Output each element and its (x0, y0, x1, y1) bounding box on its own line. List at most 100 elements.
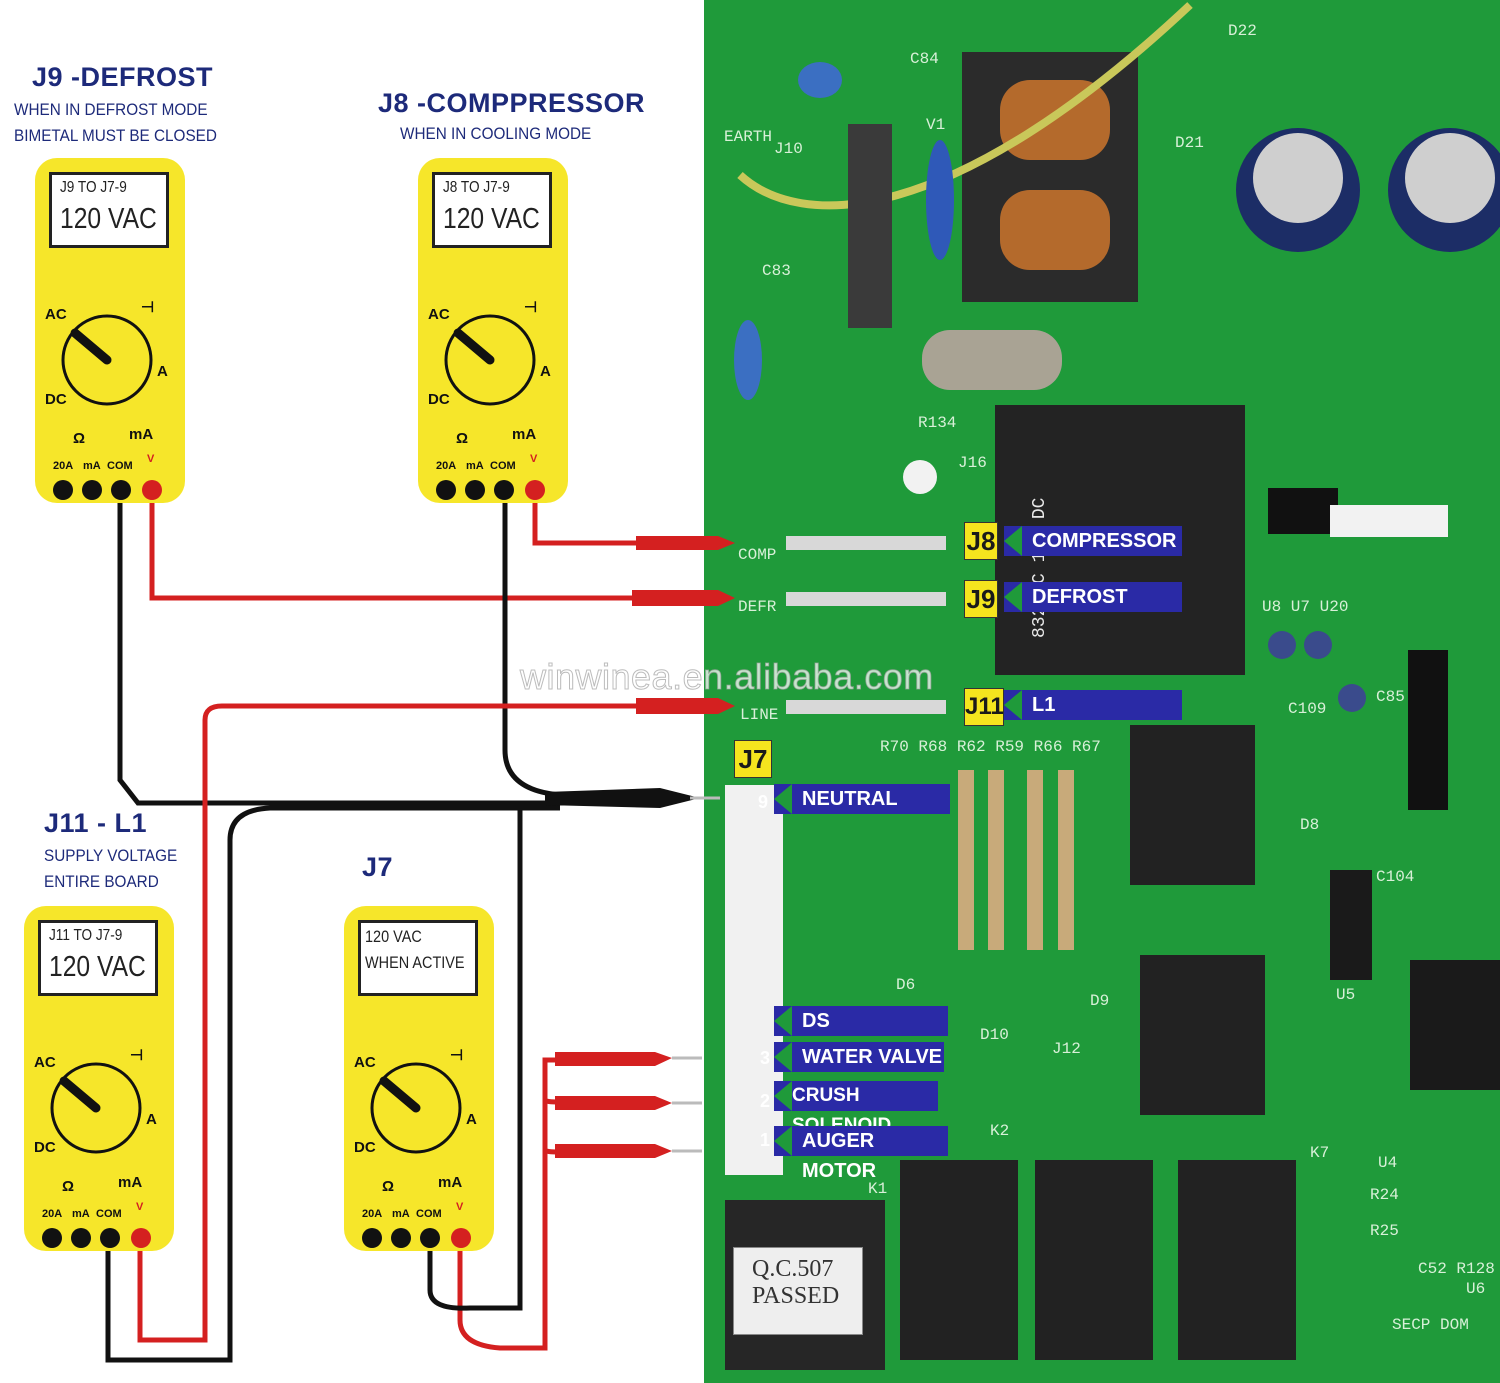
pin-2: 2 (760, 1091, 771, 1111)
silk-d8: D8 (1300, 816, 1320, 834)
label-a: A (466, 1111, 477, 1128)
jack-label-ma: mA (466, 460, 484, 472)
label-dc: DC (45, 391, 67, 408)
jack-label-v: V (147, 453, 155, 465)
meter-display-top: J11 TO J7-9 (49, 927, 123, 944)
wires (105, 487, 640, 1363)
diode-icon: ⊣ (524, 299, 538, 316)
silk-secp: SECP DOM (1392, 1316, 1469, 1334)
resistor-r68 (988, 770, 1004, 950)
silk-u6: U6 (1466, 1280, 1486, 1298)
multimeter-j8: J8 TO J7-9 120 VAC AC DC A ⊣ Ω mA 20A mA… (418, 158, 568, 503)
jack-label-20a: 20A (53, 460, 74, 472)
silk-d6: D6 (896, 976, 916, 994)
jack-20a[interactable] (436, 480, 456, 500)
probe-water (555, 1052, 672, 1066)
silk-d22: D22 (1228, 22, 1257, 40)
silk-u5: U5 (1336, 986, 1356, 1004)
jack-com[interactable] (420, 1228, 440, 1248)
pin-3: 3 (760, 1048, 771, 1068)
dial-pointer (70, 328, 112, 365)
jack-label-20a: 20A (362, 1208, 383, 1220)
j7-title: J7 (362, 852, 394, 882)
multimeter-j7: 120 VAC WHEN ACTIVE AC DC A ⊣ Ω mA 20A m… (344, 906, 494, 1251)
jack-label-v: V (136, 1201, 144, 1213)
relay-marking: 832A C 12V DC (1030, 497, 1050, 638)
label-ma: mA (118, 1174, 143, 1191)
multimeter-j11: J11 TO J7-9 120 VAC AC DC A ⊣ Ω mA 20A m… (24, 906, 174, 1251)
jack-label-20a: 20A (436, 460, 457, 472)
mounting-hole (903, 460, 937, 494)
silk-k7: K7 (1310, 1144, 1330, 1162)
silk-c84: C84 (910, 50, 939, 68)
wire-m4-red-1 (457, 1057, 560, 1351)
jack-ma[interactable] (82, 480, 102, 500)
meter-display-top: J8 TO J7-9 (443, 179, 510, 196)
label-ma: mA (438, 1174, 463, 1191)
varistor-block (848, 124, 892, 328)
silk-line: LINE (740, 706, 779, 724)
jack-ma[interactable] (71, 1228, 91, 1248)
silk-r25: R25 (1370, 1222, 1399, 1240)
silk-k2: K2 (990, 1122, 1010, 1140)
meter-display-line-2: WHEN ACTIVE (365, 953, 465, 972)
ic-u5 (1330, 870, 1372, 980)
relay-3 (1140, 955, 1265, 1115)
jack-20a[interactable] (362, 1228, 382, 1248)
resistor-r70 (958, 770, 974, 950)
jack-v[interactable] (131, 1228, 151, 1248)
jack-20a[interactable] (42, 1228, 62, 1248)
jack-label-ma: mA (83, 460, 101, 472)
probe-crush (555, 1096, 672, 1110)
jack-label-com: COM (416, 1208, 442, 1220)
j11-note-1: SUPPLY VOLTAGE (44, 846, 178, 865)
meter-display: J9 TO J7-9 120 VAC (49, 172, 169, 248)
tag-auger-motor: AUGER MOTOR (774, 1126, 948, 1182)
silk-d9: D9 (1090, 992, 1110, 1010)
diode-icon: ⊣ (141, 299, 155, 316)
pin-9: 9 (758, 792, 769, 812)
jack-ma[interactable] (465, 480, 485, 500)
relay-k2a (900, 1160, 1018, 1360)
jack-com[interactable] (100, 1228, 120, 1248)
relay-k7 (1178, 1160, 1296, 1360)
jack-v[interactable] (525, 480, 545, 500)
connector-j7 (725, 785, 783, 1175)
label-a: A (146, 1111, 157, 1128)
spade-terminals (786, 536, 946, 714)
jack-v[interactable] (142, 480, 162, 500)
silk-r134: R134 (918, 414, 957, 432)
jack-com[interactable] (111, 480, 131, 500)
label-ac: AC (354, 1054, 376, 1071)
probe-neutral (545, 788, 700, 808)
meter-display-value: 120 VAC (443, 203, 540, 235)
blue-cap-3 (734, 320, 762, 400)
jack-v[interactable] (451, 1228, 471, 1248)
meter-display-value: 120 VAC (49, 951, 146, 983)
silk-c85: C85 (1376, 688, 1405, 706)
qc-stamp: Q.C.507 PASSED (733, 1247, 863, 1335)
small-cap-3 (1338, 684, 1366, 712)
jack-com[interactable] (494, 480, 514, 500)
relay-2 (1130, 725, 1255, 885)
j11-note-2: ENTIRE BOARD (44, 872, 159, 891)
capacitor-1-top (1253, 133, 1343, 223)
meter-display-value: 120 VAC (60, 203, 157, 235)
silk-c104: C104 (1376, 868, 1415, 886)
silk-k1: K1 (868, 1180, 888, 1198)
jack-20a[interactable] (53, 480, 73, 500)
jack-ma[interactable] (391, 1228, 411, 1248)
jack-label-20a: 20A (42, 1208, 63, 1220)
tag-neutral: NEUTRAL (774, 784, 950, 814)
white-part (1330, 505, 1448, 537)
silk-comp: COMP (738, 546, 777, 564)
stamp-line-1: Q.C.507 (752, 1256, 834, 1282)
wire-m3-black (105, 805, 560, 1363)
earth-wire (737, 2, 1193, 210)
wire-m1-black (117, 487, 640, 806)
j8-title: J8 -COMPPRESSOR (378, 88, 646, 118)
meter-display-top: J9 TO J7-9 (60, 179, 127, 196)
diode-icon: ⊣ (130, 1047, 144, 1064)
dial-pointer (453, 328, 495, 365)
